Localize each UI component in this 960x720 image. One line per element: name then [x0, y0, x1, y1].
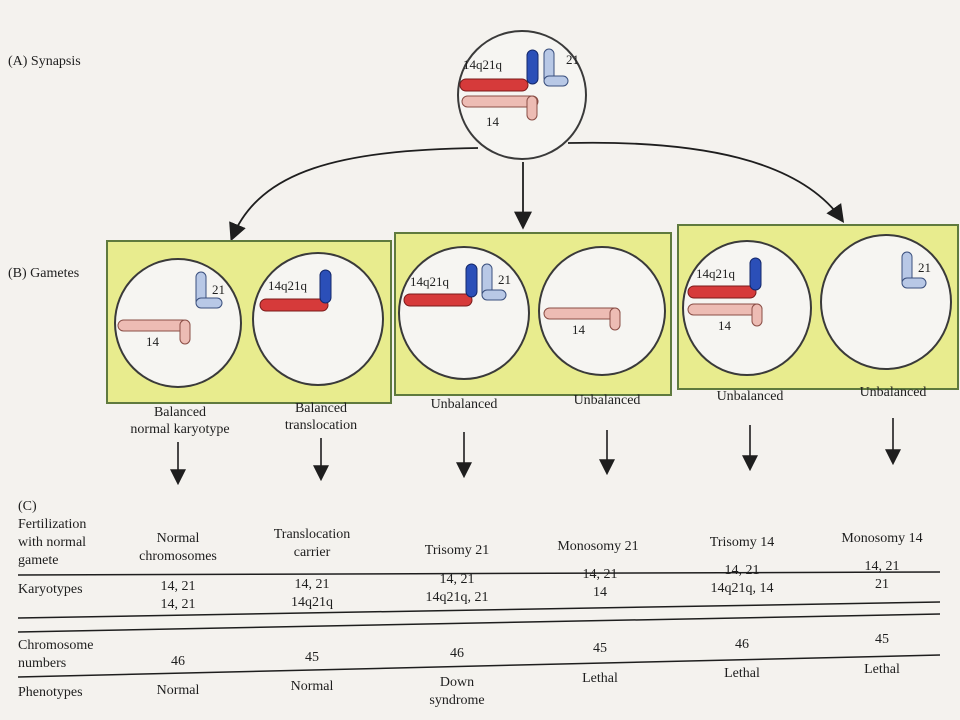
- label-14-synapsis: 14: [486, 114, 499, 129]
- phenotype-4: Lethal: [582, 671, 618, 686]
- number-2: 45: [305, 650, 319, 665]
- gametes-label: (B) Gametes: [8, 266, 80, 281]
- g5-label-14: 14: [718, 318, 731, 333]
- gamete-cell-6: [820, 234, 952, 370]
- row-label-fertilization: Fertilization with normal gamete: [18, 517, 87, 568]
- gamete-type-2: Balanced translocation: [284, 401, 358, 433]
- gamete-type-1: Balanced normal karyotype: [130, 405, 230, 437]
- gamete-type-3: Unbalanced: [430, 397, 498, 412]
- phenotype-6: Lethal: [864, 662, 900, 677]
- gamete-type-4: Unbalanced: [573, 393, 641, 408]
- karyotype-1: 14, 21 14, 21: [160, 579, 196, 612]
- chromosome-21: [543, 75, 569, 87]
- karyotype-6: 14, 21 21: [864, 559, 900, 592]
- g3-label-21: 21: [498, 272, 511, 287]
- number-1: 46: [171, 654, 185, 669]
- gamete-type-6: Unbalanced: [859, 385, 927, 400]
- number-3: 46: [450, 646, 464, 661]
- synapsis-label: (A) Synapsis: [8, 54, 81, 69]
- g2-label-14q21q: 14q21q: [268, 278, 307, 293]
- table-section-label: (C): [18, 499, 37, 514]
- number-6: 45: [875, 632, 889, 647]
- phenotype-5: Lethal: [724, 666, 760, 681]
- label-21-synapsis: 21: [566, 52, 579, 67]
- g3-label-14q21q: 14q21q: [410, 274, 449, 289]
- chromosome-21-dark: [526, 49, 539, 85]
- outcome-5: Trisomy 14: [709, 535, 775, 550]
- outcome-4: Monosomy 21: [557, 539, 639, 554]
- number-4: 45: [593, 641, 607, 656]
- row-label-karyotypes: Karyotypes: [18, 582, 83, 597]
- arrow-left: [229, 147, 479, 242]
- karyotype-5: 14, 21 14q21q, 14: [710, 563, 774, 596]
- outcome-1: Normal chromosomes: [139, 531, 217, 564]
- number-5: 46: [735, 637, 749, 652]
- gamete-type-5: Unbalanced: [716, 389, 784, 404]
- outcome-2: Translocation carrier: [273, 527, 351, 560]
- g1-label-14: 14: [146, 334, 159, 349]
- gamete-cell-2: [252, 252, 384, 386]
- outcome-3: Trisomy 21: [424, 543, 490, 558]
- karyotype-2: 14, 21 14q21q: [291, 577, 333, 610]
- label-14q21q-synapsis: 14q21q: [463, 57, 502, 72]
- g4-label-14: 14: [572, 322, 585, 337]
- g1-label-21: 21: [212, 282, 225, 297]
- translocation-chromosome: [459, 78, 529, 92]
- row-label-chromosome-numbers: Chromosome numbers: [18, 638, 94, 671]
- phenotype-2: Normal: [290, 679, 334, 694]
- g5-label-14q21q: 14q21q: [696, 266, 735, 281]
- gamete-cell-3: [398, 246, 530, 380]
- phenotype-3: Down syndrome: [429, 675, 485, 708]
- g6-label-21: 21: [918, 260, 931, 275]
- karyotype-4: 14, 21 14: [582, 567, 618, 600]
- outcome-6: Monosomy 14: [841, 531, 923, 546]
- phenotype-1: Normal: [156, 683, 200, 698]
- row-label-phenotypes: Phenotypes: [18, 685, 83, 700]
- chromosome-14: [461, 95, 539, 108]
- karyotype-3: 14, 21 14q21q, 21: [425, 572, 489, 605]
- arrow-right: [567, 141, 845, 223]
